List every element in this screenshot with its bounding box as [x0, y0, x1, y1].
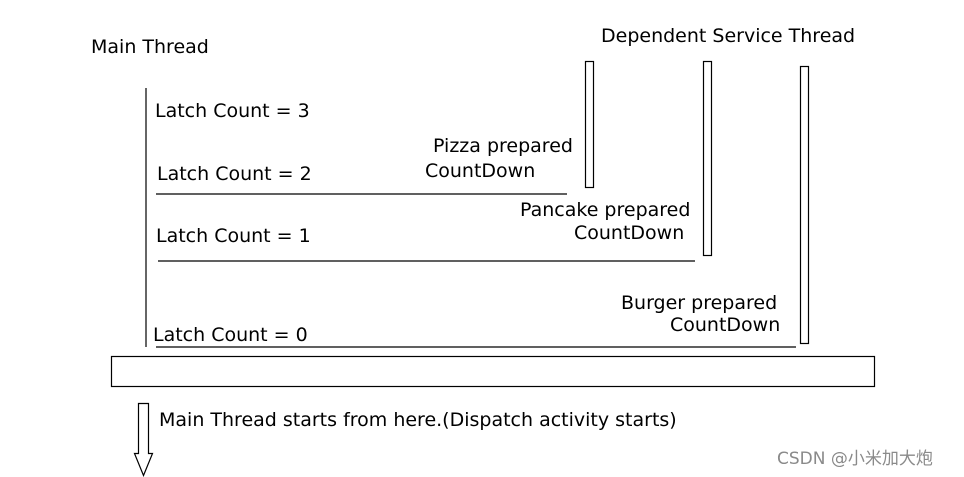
pancake-thread-bar — [702, 60, 713, 257]
burger-thread-bar — [799, 65, 810, 345]
main-thread-title: Main Thread — [91, 36, 209, 58]
burger-countdown-label: CountDown — [670, 314, 781, 336]
dependent-thread-title: Dependent Service Thread — [601, 25, 856, 47]
pizza-countdown-label: CountDown — [425, 160, 536, 182]
pizza-thread-bar — [584, 60, 595, 189]
main-thread-start-note: Main Thread starts from here.(Dispatch a… — [159, 409, 677, 431]
pancake-countdown-label: CountDown — [574, 222, 685, 244]
latch-count-3: Latch Count = 3 — [155, 100, 310, 122]
latch-count-0: Latch Count = 0 — [153, 324, 308, 346]
burger-event-label: Burger prepared — [621, 292, 778, 314]
down-arrow-icon — [133, 402, 154, 477]
latch-count-1: Latch Count = 1 — [156, 225, 311, 247]
latch-count-2: Latch Count = 2 — [157, 163, 312, 185]
latch-release-box — [110, 355, 876, 388]
pancake-event-label: Pancake prepared — [520, 199, 691, 221]
pizza-event-label: Pizza prepared — [433, 135, 573, 157]
watermark: CSDN @小米加大炮 — [777, 449, 933, 469]
